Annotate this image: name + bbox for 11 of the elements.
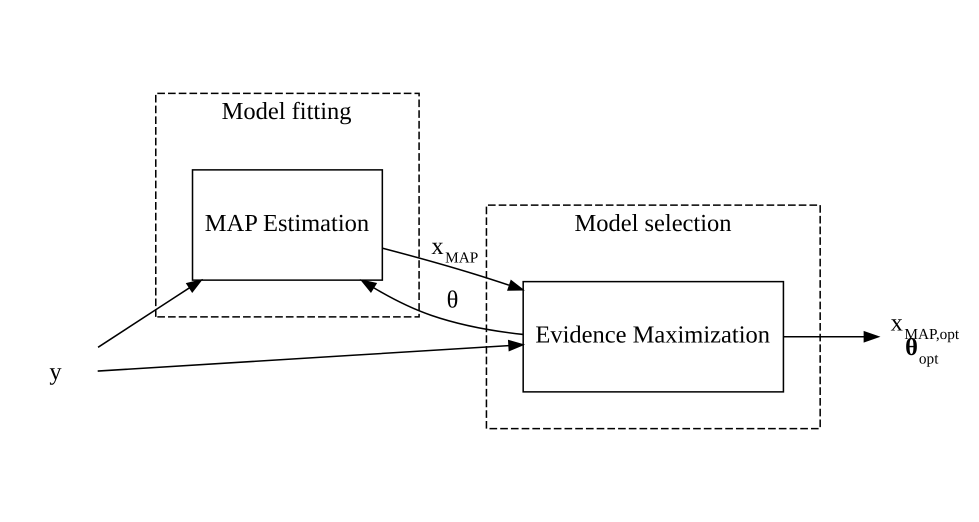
arrow bbox=[784, 330, 880, 343]
edge-label: θ bbox=[446, 286, 458, 314]
node-box: MAP Estimation bbox=[192, 169, 384, 281]
node-box: Evidence Maximization bbox=[522, 280, 784, 393]
node-text: x$_{MAP,opt}$ θ$_{opt}$ bbox=[890, 309, 960, 368]
arrow bbox=[98, 340, 526, 372]
arrow bbox=[98, 278, 204, 348]
node-text: y bbox=[49, 358, 62, 386]
arrow bbox=[382, 248, 525, 291]
arrow bbox=[360, 279, 524, 336]
edge-label: x$_{MAP}$ bbox=[431, 232, 478, 266]
